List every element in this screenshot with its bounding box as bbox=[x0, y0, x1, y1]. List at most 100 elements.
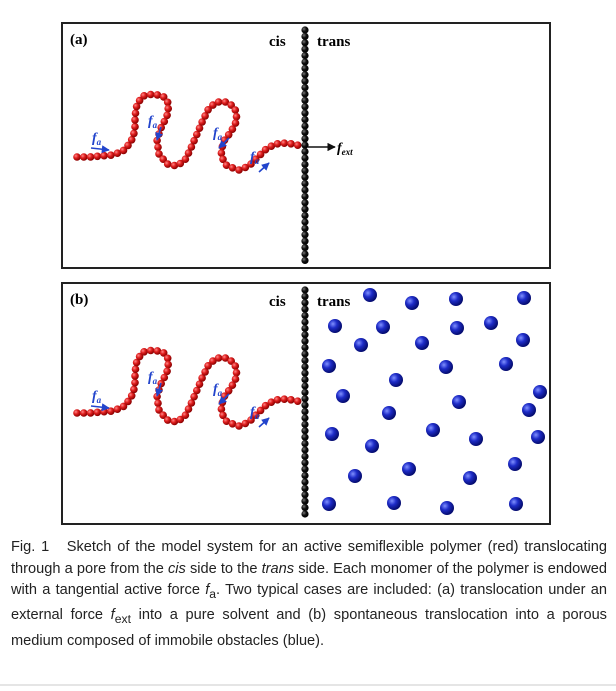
obstacle bbox=[531, 430, 545, 444]
wall-bead bbox=[301, 433, 309, 441]
monomer bbox=[228, 164, 237, 172]
monomer bbox=[201, 112, 209, 120]
bottom-divider bbox=[0, 684, 616, 686]
obstacle bbox=[415, 336, 429, 350]
wall-bead bbox=[301, 58, 309, 66]
monomer bbox=[153, 91, 162, 99]
panel-b: (b) cis trans fa fa fa fa bbox=[61, 282, 551, 525]
pore-wall-a bbox=[301, 26, 309, 264]
monomer bbox=[159, 155, 167, 163]
wall-bead bbox=[301, 420, 309, 428]
obstacle bbox=[440, 501, 454, 515]
obstacle bbox=[387, 496, 401, 510]
wall-bead bbox=[301, 510, 309, 518]
wall-bead bbox=[301, 440, 309, 448]
trans-label-b: trans bbox=[317, 294, 350, 310]
monomer bbox=[146, 90, 155, 99]
monomer bbox=[198, 374, 206, 382]
monomer bbox=[228, 381, 237, 389]
obstacle bbox=[516, 333, 530, 347]
external-force-label: fext bbox=[337, 141, 353, 157]
monomer bbox=[159, 349, 168, 357]
wall-bead bbox=[301, 52, 309, 60]
obstacle bbox=[405, 296, 419, 310]
monomer bbox=[231, 119, 240, 127]
wall-bead bbox=[301, 192, 309, 200]
monomer bbox=[231, 362, 240, 370]
monomer bbox=[132, 358, 141, 367]
svg-text:fa: fa bbox=[92, 389, 102, 405]
cis-label-b: cis bbox=[269, 294, 286, 310]
obstacle bbox=[533, 385, 547, 399]
wall-bead bbox=[301, 452, 309, 460]
monomer bbox=[176, 159, 185, 168]
monomer bbox=[170, 417, 179, 426]
obstacle bbox=[402, 462, 416, 476]
obstacle bbox=[426, 423, 440, 437]
obstacle bbox=[463, 471, 477, 485]
monomer bbox=[217, 149, 226, 157]
monomer bbox=[73, 409, 81, 417]
wall-bead bbox=[301, 376, 309, 384]
wall-bead bbox=[301, 128, 309, 136]
monomer bbox=[80, 153, 88, 161]
wall-bead bbox=[301, 363, 309, 371]
svg-text:fa: fa bbox=[148, 114, 158, 130]
obstacle bbox=[382, 406, 396, 420]
cis-label-a: cis bbox=[269, 34, 286, 50]
monomer bbox=[93, 408, 102, 417]
wall-bead bbox=[301, 32, 309, 40]
monomer bbox=[176, 415, 185, 424]
monomer bbox=[130, 129, 138, 138]
monomer bbox=[195, 124, 204, 132]
obstacle bbox=[389, 373, 403, 387]
wall-bead bbox=[301, 401, 309, 409]
monomer bbox=[193, 386, 201, 395]
wall-bead bbox=[301, 356, 309, 364]
monomer bbox=[252, 411, 260, 419]
obstacle bbox=[522, 403, 536, 417]
wall-bead bbox=[301, 337, 309, 345]
monomer bbox=[195, 380, 204, 388]
monomer bbox=[193, 130, 201, 139]
monomer bbox=[131, 122, 139, 131]
polymer-chain-a bbox=[73, 90, 302, 174]
wall-bead bbox=[301, 84, 309, 92]
monomer bbox=[256, 406, 265, 415]
obstacle bbox=[484, 316, 498, 330]
monomer bbox=[214, 354, 223, 362]
monomer bbox=[163, 354, 172, 363]
wall-bead bbox=[301, 135, 309, 143]
svg-text:fa: fa bbox=[250, 405, 260, 421]
monomer bbox=[119, 402, 128, 411]
obstacle bbox=[376, 320, 390, 334]
wall-bead bbox=[301, 154, 309, 162]
wall-bead bbox=[301, 414, 309, 422]
monomer bbox=[219, 155, 227, 164]
wall-bead bbox=[301, 388, 309, 396]
wall-bead bbox=[301, 199, 309, 207]
wall-bead bbox=[301, 64, 309, 72]
monomer bbox=[164, 104, 172, 113]
wall-bead bbox=[301, 256, 309, 264]
monomer bbox=[135, 96, 144, 105]
monomer bbox=[287, 140, 295, 148]
wall-bead bbox=[301, 318, 309, 326]
monomer bbox=[184, 149, 193, 157]
monomer bbox=[187, 143, 196, 151]
obstacle bbox=[469, 432, 483, 446]
monomer bbox=[132, 102, 141, 111]
wall-bead bbox=[301, 180, 309, 188]
monomer bbox=[201, 368, 209, 376]
monomer bbox=[273, 140, 282, 148]
monomer bbox=[135, 352, 144, 361]
wall-bead bbox=[301, 408, 309, 416]
monomer bbox=[140, 92, 148, 100]
svg-text:fa: fa bbox=[213, 382, 223, 398]
obstacle bbox=[336, 389, 350, 403]
monomer bbox=[124, 141, 132, 150]
wall-bead bbox=[301, 478, 309, 486]
wall-bead bbox=[301, 465, 309, 473]
monomer bbox=[293, 141, 302, 149]
figure-caption: Fig. 1 Sketch of the model system for an… bbox=[11, 539, 608, 649]
